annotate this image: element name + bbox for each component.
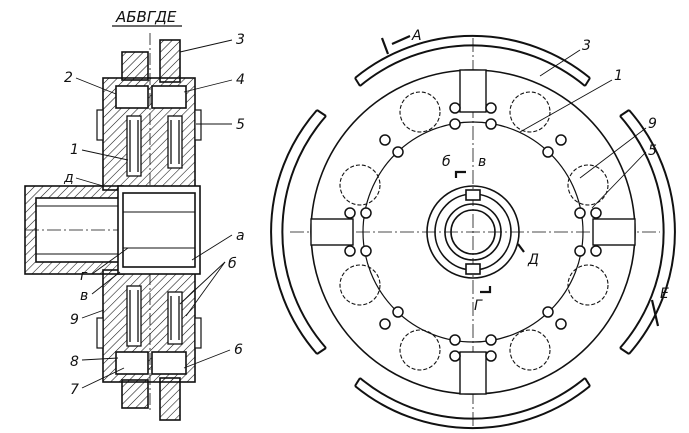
section-callouts: 3 2 4 5 1 д а г в б 9 8 6 7 — [63, 32, 245, 398]
callout-6: 6 — [234, 342, 243, 358]
inner-circle — [362, 121, 584, 343]
front-view — [270, 34, 676, 430]
section-view: АБВГДЕ — [24, 8, 233, 421]
callout-a: а — [236, 228, 245, 244]
callout-G: Г — [474, 298, 483, 314]
callout-A: А — [411, 28, 422, 44]
callout-3: 3 — [236, 32, 245, 48]
callout-front-5: 5 — [648, 143, 657, 159]
callout-9: 9 — [70, 312, 79, 328]
callout-v-front: в — [478, 154, 486, 170]
callout-front-9: 9 — [648, 116, 657, 132]
callout-front-3: 3 — [582, 38, 591, 54]
callout-front-1: 1 — [614, 68, 623, 84]
callout-1: 1 — [70, 142, 79, 158]
side-bolts — [96, 109, 202, 349]
outer-rim — [121, 39, 181, 421]
callout-D: Д — [527, 252, 539, 268]
disc-body — [102, 77, 201, 383]
outer-rim-segments — [270, 34, 676, 430]
leader-lines — [75, 39, 233, 389]
roller-cavities — [339, 91, 609, 371]
section-title: АБВГДЕ — [115, 8, 177, 26]
callout-5: 5 — [236, 117, 245, 133]
front-callouts: А 3 1 9 5 б в Д Г Е — [411, 28, 669, 314]
callout-b: б — [228, 256, 237, 272]
callout-4: 4 — [236, 72, 245, 88]
callout-E: Е — [660, 286, 669, 302]
rollers — [115, 85, 187, 375]
pins — [344, 102, 602, 362]
springs — [126, 115, 183, 347]
callout-v: в — [80, 288, 88, 304]
callout-2: 2 — [64, 70, 73, 86]
front-leader-lines — [519, 49, 647, 209]
hub — [426, 185, 520, 279]
section-markers — [380, 34, 660, 327]
callout-g: г — [80, 268, 88, 284]
callout-b-front: б — [442, 154, 451, 170]
sector-slots — [310, 69, 636, 395]
callout-7: 7 — [70, 382, 79, 398]
callout-d: д — [63, 170, 74, 186]
callout-8: 8 — [70, 354, 79, 370]
